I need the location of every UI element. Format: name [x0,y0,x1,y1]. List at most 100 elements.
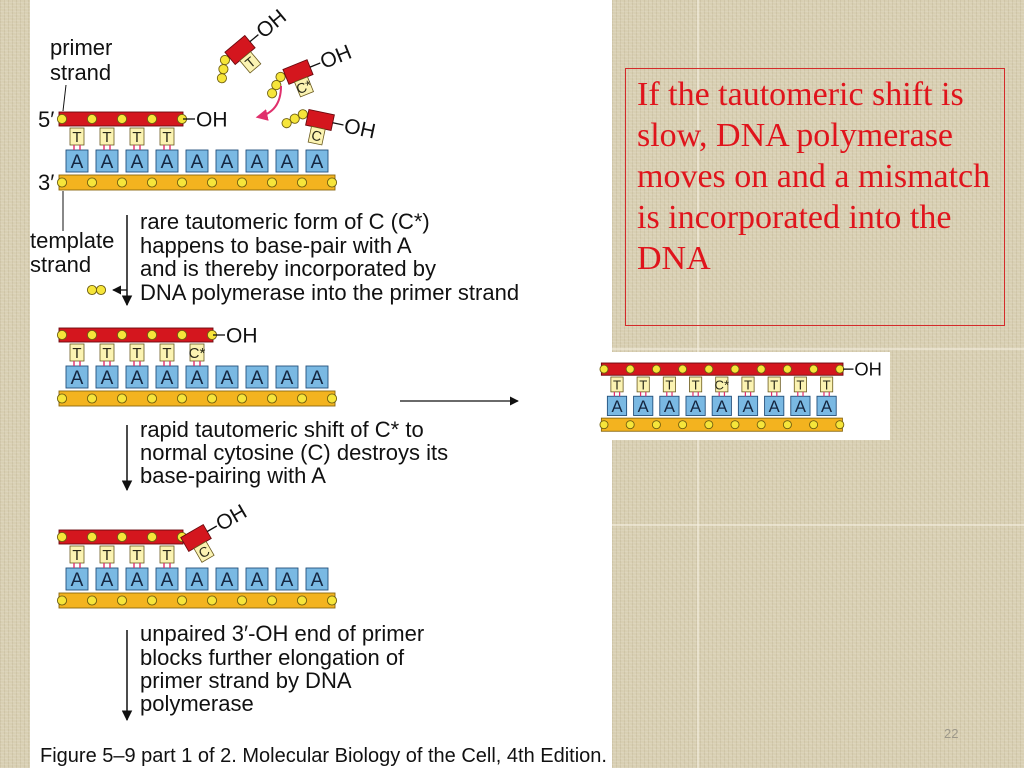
template-base: A [125,567,149,591]
phosphate-circle [116,531,128,543]
phosphate-circle [809,420,819,430]
adenine-label: A [311,368,324,389]
phosphate-circle [326,177,338,188]
adenine-box [125,365,149,389]
phosphate-circle [236,393,248,404]
phosphate-circle [704,364,714,374]
base-label: T [102,345,111,362]
template-base: A [185,149,209,173]
adenine-label: A [101,570,114,591]
adenine-box [305,365,329,389]
template-base: A [275,365,299,389]
adenine-box [245,365,269,389]
primer-label-leader [62,84,67,112]
base-box [193,540,215,563]
phosphate-circle [296,177,308,188]
adenine-label: A [281,152,294,173]
base-box [715,376,729,393]
template-strand-label: strand [30,252,91,277]
template-base: A [245,149,269,173]
template-base: A [275,567,299,591]
step-3-text: unpaired 3′-OH end of primer [140,621,424,646]
background-seam [612,348,1024,350]
three-prime-label: 3′ [38,170,54,195]
phosphate-circle [266,393,278,404]
adenine-box [155,149,179,173]
adenine-label: A [161,368,174,389]
base-label: T [132,129,141,146]
background-seam [612,524,1024,526]
template-base: A [305,149,329,173]
hydroxyl-label: OH [342,114,378,143]
template-strand-backbone [58,390,336,407]
adenine-label: A [251,368,264,389]
base-label: T [823,377,831,392]
adenine-box [185,149,209,173]
phosphate-circle [599,364,609,374]
adenine-box [65,149,89,173]
base-box [129,127,145,146]
template-base: A [606,395,628,416]
phosphate-circle [809,364,819,374]
note-line: slow, DNA polymerase [637,117,954,154]
template-base: A [215,365,239,389]
phosphate-circle [756,420,766,430]
step-3-text: polymerase [140,691,254,716]
adenine-box [65,567,89,591]
hydroxyl-label: OH [226,325,258,348]
note-line: If the tautomeric shift is [637,76,964,113]
template-base: A [633,395,654,416]
incorporation-arrow [255,85,282,121]
primer-base: T [129,343,145,366]
template-base: A [685,395,706,416]
adenine-box [816,395,837,416]
adenine-label: A [221,570,234,591]
base-label: T [613,377,621,392]
adenine-box [95,149,119,173]
primer-strand-backbone [600,362,844,376]
base-box [793,376,807,393]
phosphate-circle [730,364,740,374]
adenine-box [764,395,785,416]
base-label: T [102,547,111,564]
phosphate-circle [266,177,278,188]
hydroxyl-label: OH [196,109,228,132]
phosphate-circle [599,420,609,430]
adenine-label: A [311,570,324,591]
phosphate-circle [704,420,714,430]
template-base: A [95,149,119,173]
template-base: A [305,567,329,591]
adenine-label: A [742,397,754,416]
adenine-label: A [221,368,234,389]
adenine-box [125,567,149,591]
adenine-label: A [161,152,174,173]
base-label: T [744,377,752,392]
template-base: A [185,365,209,389]
base-box [189,343,205,362]
base-box [159,343,175,362]
phosphate-circle [678,364,688,374]
primer-base: T [610,376,624,397]
phosphate-circle [266,595,278,606]
base-box [689,376,703,393]
phosphate-circle [146,595,158,606]
template-strand-backbone [58,592,336,609]
phosphate-circle [146,329,158,341]
template-base: A [737,395,759,416]
hydroxyl-bond [309,62,321,68]
step-1-text: DNA polymerase into the primer strand [140,280,519,305]
adenine-label: A [611,397,623,416]
adenine-label: A [161,570,174,591]
adenine-box [215,567,239,591]
phosphate-circle [206,595,218,606]
primer-base: T [689,376,703,397]
phosphate-circle [625,420,635,430]
adenine-label: A [191,368,204,389]
base-label: T [72,129,81,146]
phosphate-circle [116,329,128,341]
